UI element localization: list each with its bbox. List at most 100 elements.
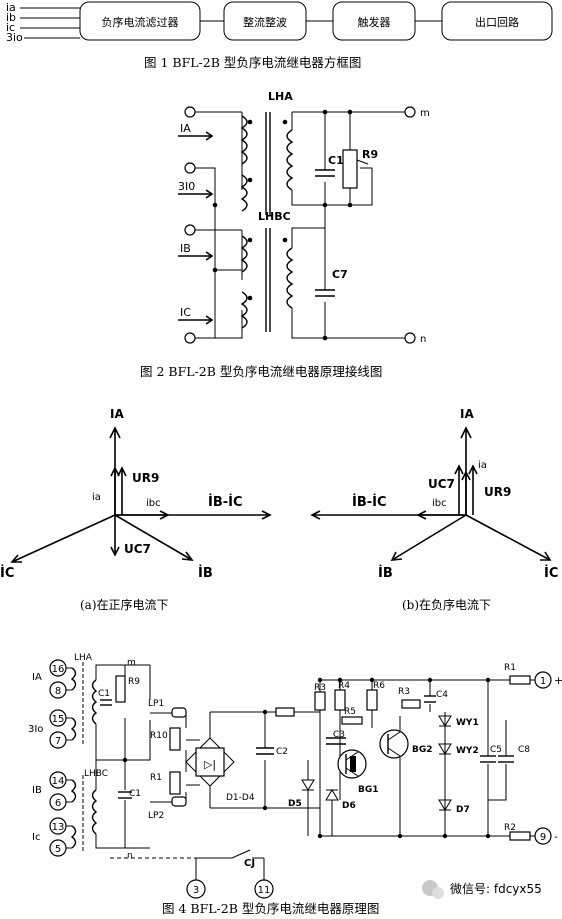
fig3-phasor-right: IA ia UC7 UR9 İB-İC ibc İB İC (b)在负序电流下 bbox=[310, 407, 558, 612]
fig4-label-c1a: C1 bbox=[98, 689, 110, 699]
fig4-node bbox=[397, 833, 403, 839]
fig4-terminal-11-label: 11 bbox=[258, 885, 271, 896]
fig3a-label-ic: İC bbox=[0, 565, 14, 581]
fig4-r1b bbox=[509, 675, 531, 685]
fig4-label-c8: C8 bbox=[518, 745, 530, 755]
fig4-terminal-9-label: 9 bbox=[540, 832, 546, 843]
fig4-label-wy2: WY2 bbox=[456, 746, 479, 756]
fig4-lp-wires bbox=[185, 713, 200, 802]
fig4-terminal-13-label: 13 bbox=[52, 822, 65, 833]
fig4-secondary-coil bbox=[91, 679, 98, 725]
fig3b-label-ibc: ibc bbox=[432, 498, 447, 509]
fig2-label-ib: IB bbox=[180, 242, 191, 255]
fig3a-label-ia-top: IA bbox=[110, 407, 124, 421]
fig4-terminal-16-label: 16 bbox=[52, 664, 65, 675]
fig2-wiring-diagram: LHA LHBC IA 3I0 IB IC C1 R9 C7 m n 图 2 B… bbox=[140, 90, 430, 379]
fig4-r6 bbox=[366, 689, 378, 711]
fig4-lp-wires bbox=[150, 712, 172, 803]
watermark-text: 微信号: fdcyx55 bbox=[450, 882, 542, 896]
phasor-ibc bbox=[416, 510, 466, 520]
fig4-cj-wires bbox=[195, 858, 265, 880]
fig4-bridge-wires bbox=[209, 711, 240, 809]
fig4-r3b bbox=[401, 699, 421, 709]
fig1-input-ib: ib bbox=[6, 11, 16, 24]
fig2-terminal bbox=[184, 224, 196, 236]
fig4-d6 bbox=[325, 789, 339, 836]
fig2-label-lhbc: LHBC bbox=[258, 210, 291, 223]
fig4-node bbox=[317, 677, 323, 683]
fig2-label-c7: C7 bbox=[332, 268, 348, 281]
fig2-polarity-dot bbox=[247, 119, 253, 125]
watermark: 微信号: fdcyx55 bbox=[422, 880, 542, 899]
fig4-r3a bbox=[314, 691, 326, 711]
fig4-label-d1d4: D1-D4 bbox=[226, 793, 255, 803]
fig2-node bbox=[347, 109, 353, 115]
fig2-polarity-dot bbox=[247, 237, 253, 243]
fig4-node bbox=[427, 677, 433, 683]
fig4-label-lp2: LP2 bbox=[148, 811, 164, 821]
fig4-r5 bbox=[341, 716, 363, 725]
fig2-node bbox=[322, 202, 328, 208]
fig4-node bbox=[485, 677, 491, 683]
fig4-node bbox=[337, 677, 343, 683]
fig4-terminal-5-label: 5 bbox=[55, 844, 61, 855]
fig2-polarity-dot bbox=[247, 295, 253, 301]
fig4-coil bbox=[70, 825, 77, 849]
fig4-node bbox=[262, 709, 268, 715]
fig2-terminal-m bbox=[404, 106, 416, 118]
fig2-label-lha: LHA bbox=[268, 90, 293, 103]
fig4-wy1 bbox=[438, 715, 452, 727]
fig2-secondary-wires bbox=[324, 112, 351, 338]
fig4-label-c4: C4 bbox=[436, 690, 448, 700]
phasor-ic bbox=[465, 514, 552, 561]
fig4-rail-ends bbox=[500, 679, 535, 837]
fig2-label-c1: C1 bbox=[328, 154, 344, 167]
fig1-input-3io: 3io bbox=[6, 31, 23, 44]
fig4-label-minus: - bbox=[554, 830, 558, 843]
fig4-label-c2: C2 bbox=[276, 747, 288, 757]
fig3a-label-uc7: UC7 bbox=[124, 542, 151, 556]
fig4-label-wy1: WY1 bbox=[456, 718, 479, 728]
fig2-primary-wires bbox=[195, 111, 243, 339]
fig4-label-r3a: R3 bbox=[314, 683, 326, 693]
fig4-terminal-11 bbox=[254, 879, 274, 899]
fig4-terminal-3 bbox=[186, 879, 206, 899]
phasor-ia-small bbox=[110, 466, 120, 515]
fig4-bias-wires bbox=[319, 680, 373, 800]
phasor-ib bbox=[114, 514, 194, 561]
fig4-label-bg2: BG2 bbox=[412, 745, 433, 755]
fig4-node bbox=[122, 757, 128, 763]
fig2-node bbox=[347, 202, 353, 208]
fig2-terminal bbox=[184, 162, 196, 174]
fig4-node bbox=[317, 833, 323, 839]
fig4-bridge-box bbox=[195, 747, 225, 777]
fig1-block-trigger-label: 触发器 bbox=[358, 15, 391, 29]
fig4-coil bbox=[70, 717, 77, 741]
fig2-polarity-dot bbox=[247, 177, 253, 183]
fig2-node bbox=[212, 267, 218, 273]
phasor-ur9 bbox=[117, 466, 127, 515]
fig4-bridge-diode-icon: ▷| bbox=[204, 758, 216, 771]
fig3b-label-ia: ia bbox=[478, 460, 487, 471]
fig4-terminal-3-label: 3 bbox=[193, 885, 199, 896]
fig3b-label-uc7: UC7 bbox=[428, 477, 455, 491]
fig4-secondary-coil bbox=[91, 789, 98, 835]
fig3a-caption: (a)在正序电流下 bbox=[80, 597, 169, 612]
fig4-label-r2: R2 bbox=[504, 823, 516, 833]
fig4-label-ic: Ic bbox=[32, 832, 40, 843]
fig3a-label-ib-ic: İB-İC bbox=[208, 494, 243, 510]
fig4-lp1 bbox=[171, 707, 187, 718]
fig4-terminal-7-label: 7 bbox=[55, 736, 61, 747]
fig4-r9 bbox=[115, 675, 126, 703]
fig4-label-ib: IB bbox=[32, 785, 42, 796]
fig4-label-d7: D7 bbox=[456, 805, 470, 815]
phasor-ibc bbox=[115, 510, 170, 520]
fig2-secondary-coil bbox=[286, 247, 294, 309]
fig2-arrow-ia bbox=[178, 131, 214, 141]
fig1-block-filter-label: 负序电流滤过器 bbox=[102, 15, 179, 29]
fig4-terminal-9 bbox=[534, 827, 552, 845]
fig2-coil bbox=[240, 115, 248, 165]
fig2-secondary-wires bbox=[291, 111, 405, 339]
fig4-label-r1b: R1 bbox=[504, 663, 516, 673]
